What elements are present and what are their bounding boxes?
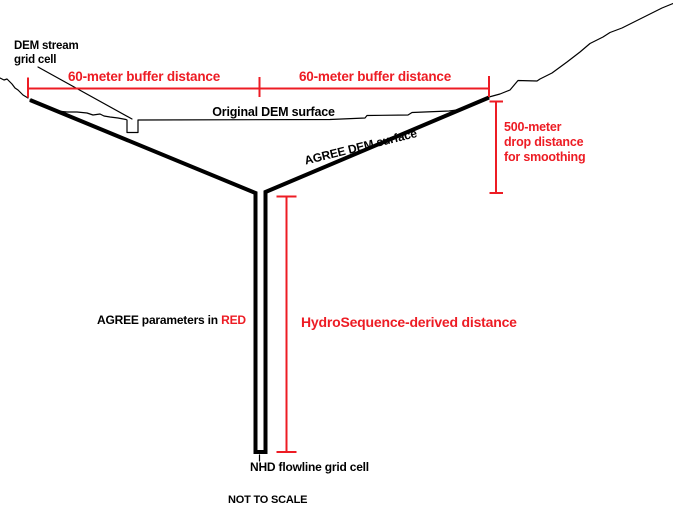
- not-to-scale-label: NOT TO SCALE: [228, 494, 308, 506]
- buffer-distance-right-label: 60-meter buffer distance: [299, 69, 451, 84]
- terrain-line-left: [0, 77, 29, 99]
- terrain-line-right: [488, 2, 673, 98]
- buffer-distance-left-label: 60-meter buffer distance: [68, 69, 220, 84]
- original-dem-surface-line: [29, 99, 462, 134]
- original-dem-surface-label: Original DEM surface: [212, 105, 335, 119]
- agree-parameters-prefix: AGREE parameters in: [97, 313, 218, 327]
- dem-stream-leader-line: [37, 66, 133, 120]
- agree-dem-surface-line: [29, 95, 490, 454]
- drop-distance-label: 500-meter drop distance for smoothing: [504, 120, 586, 164]
- agree-parameters-red-word: RED: [221, 313, 246, 327]
- nhd-flowline-grid-cell-label: NHD flowline grid cell: [250, 460, 369, 474]
- dem-stream-grid-cell-label: DEM stream grid cell: [14, 40, 79, 66]
- hydrosequence-distance-label: HydroSequence-derived distance: [301, 314, 517, 330]
